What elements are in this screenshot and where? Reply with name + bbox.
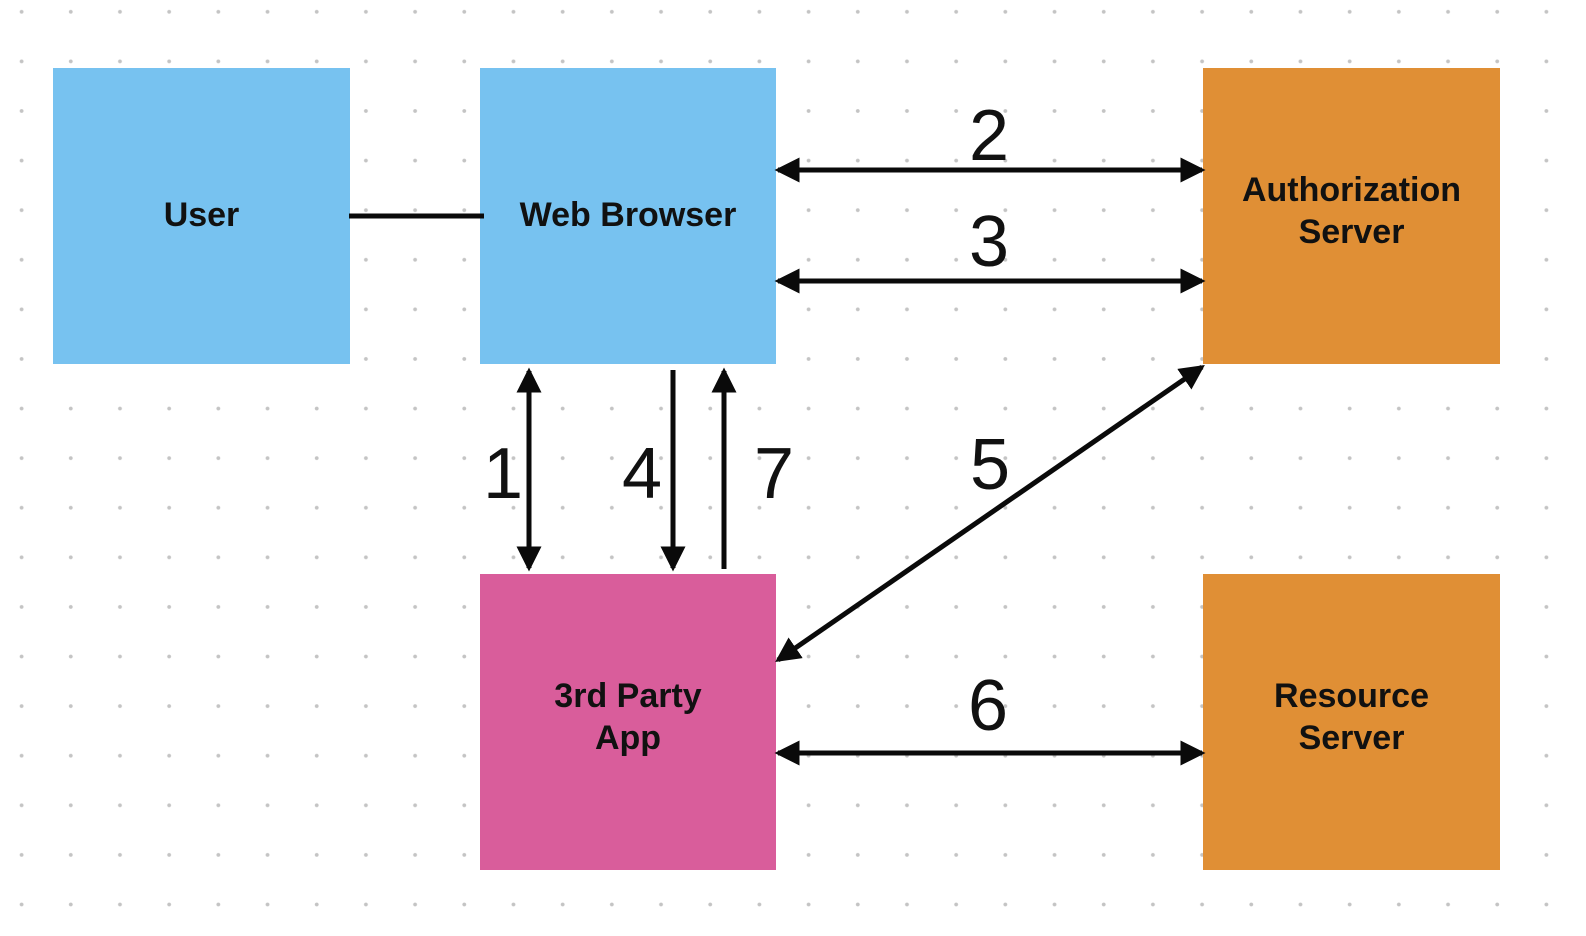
third-party-app-label: 3rd Party App — [554, 677, 702, 757]
step-4-label: 4 — [621, 434, 663, 514]
third-party-app-node[interactable]: 3rd Party App — [480, 574, 776, 870]
step-7-label: 7 — [753, 434, 795, 514]
web-browser-node[interactable]: Web Browser — [480, 68, 776, 364]
step-6-label: 6 — [967, 666, 1009, 746]
authorization-server-label: Authorization Server — [1241, 171, 1462, 251]
user-node[interactable]: User — [53, 68, 350, 364]
step-5-arrow — [775, 364, 1205, 663]
resource-server-node[interactable]: Resource Server — [1203, 574, 1500, 870]
step-2-label: 2 — [968, 96, 1010, 176]
web-browser-label: Web Browser — [519, 196, 737, 234]
step-1-label: 1 — [482, 434, 524, 514]
user-label: User — [163, 196, 240, 234]
step-3-label: 3 — [968, 202, 1010, 282]
authorization-server-node[interactable]: Authorization Server — [1203, 68, 1500, 364]
step-5-label: 5 — [969, 425, 1011, 505]
resource-server-label: Resource Server — [1274, 677, 1429, 757]
